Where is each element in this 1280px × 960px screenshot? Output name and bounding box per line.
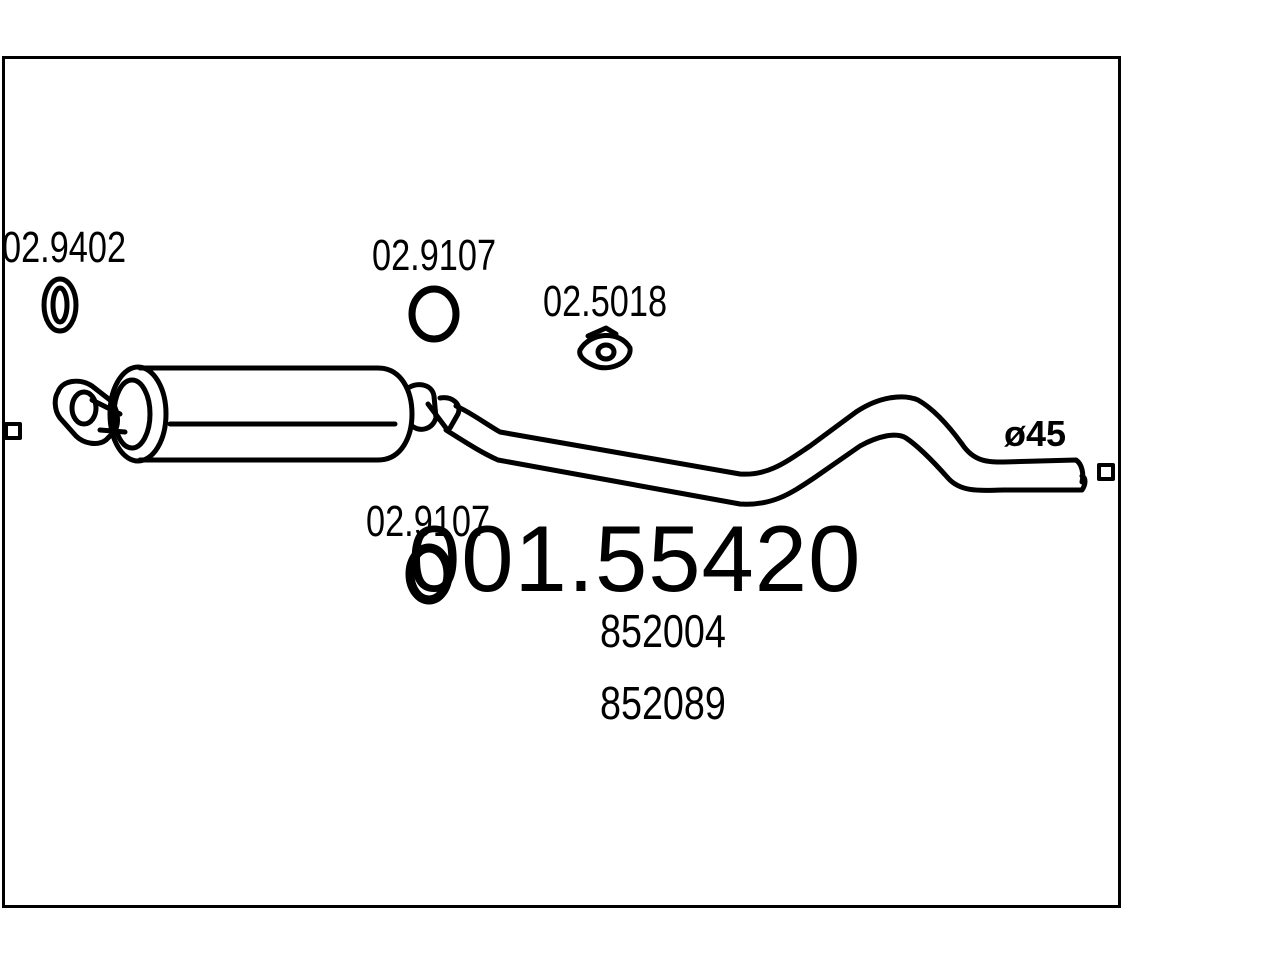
inlet-flange xyxy=(52,378,128,446)
diagram-frame xyxy=(2,56,1121,908)
gasket-ring-icon xyxy=(405,543,453,605)
accessory-code-gasket-bottom: 02.9107 xyxy=(366,497,491,546)
reference-number: 852004 xyxy=(600,605,726,657)
rubber-hanger-icon xyxy=(577,325,633,371)
left-connector-marker xyxy=(4,422,22,440)
gasket-ring-icon xyxy=(408,285,460,343)
tailpipe xyxy=(443,394,1088,507)
accessory-code-clamp: 02.9402 xyxy=(2,223,127,272)
main-part-number: 001.55420 xyxy=(408,506,862,611)
accessory-code-hanger: 02.5018 xyxy=(543,277,668,326)
accessory-code-gasket-top: 02.9107 xyxy=(372,231,497,280)
outlet-flange xyxy=(405,382,462,432)
diameter-label: ø45 xyxy=(1004,413,1067,454)
muffler-body xyxy=(107,364,415,464)
right-connector-marker xyxy=(1097,463,1115,481)
reference-number: 852089 xyxy=(600,677,726,729)
clamp-ring-icon xyxy=(41,276,79,334)
